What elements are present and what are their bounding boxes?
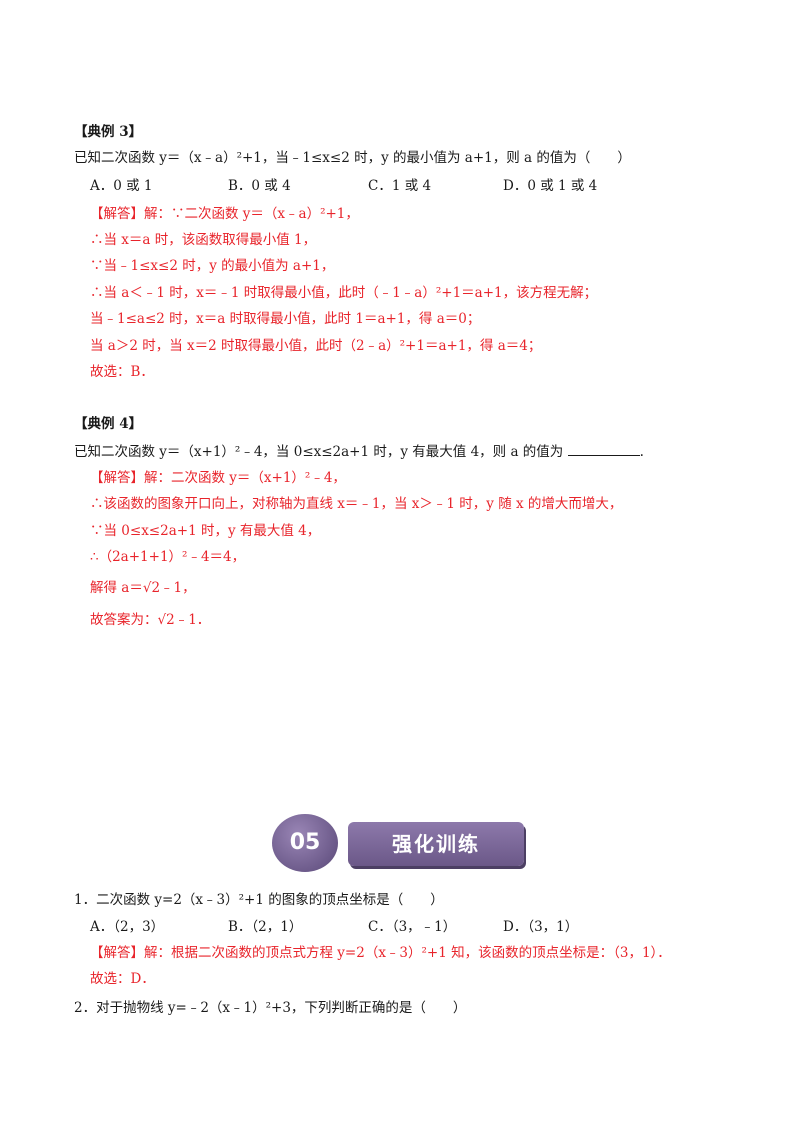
example-3-answer-line: 当﹣1≤a≤2 时，x＝a 时取得最小值，此时 1＝a+1，得 a＝0； bbox=[90, 311, 481, 327]
section-banner: 05 强化训练 bbox=[272, 812, 528, 874]
example-4-question-text: 已知二次函数 y＝（x+1）²﹣4，当 0≤x≤2a+1 时，y 有最大值 4，… bbox=[74, 444, 564, 460]
question-1-option-d: D．（3，1） bbox=[503, 919, 579, 935]
question-1-answer-line: 故选：D． bbox=[90, 971, 155, 987]
example-4-answer-line: ∵当 0≤x≤2a+1 时，y 有最大值 4， bbox=[90, 523, 321, 539]
example-3-option-b: B．0 或 4 bbox=[228, 178, 291, 194]
question-1: 1．二次函数 y=2（x﹣3）²+1 的图象的顶点坐标是（ ） bbox=[74, 892, 444, 908]
example-3-option-d: D．0 或 1 或 4 bbox=[503, 178, 598, 194]
example-3-answer-line: ∵当﹣1≤x≤2 时，y 的最小值为 a+1， bbox=[90, 258, 335, 274]
example-4-question-end: . bbox=[639, 444, 644, 460]
answer-blank bbox=[567, 441, 640, 456]
example-3-title: 【典例 3】 bbox=[74, 124, 143, 140]
example-3-answer-line: ∴当 a＜﹣1 时，x＝﹣1 时取得最小值，此时（﹣1﹣a）²+1＝a+1，该方… bbox=[90, 285, 598, 301]
section-number-badge bbox=[272, 814, 338, 872]
question-1-answer-line: 【解答】解：根据二次函数的顶点式方程 y=2（x﹣3）²+1 知，该函数的顶点坐… bbox=[90, 945, 671, 961]
example-4-answer-line: 故答案为：√2﹣1． bbox=[90, 612, 211, 628]
section-title-bar bbox=[348, 822, 524, 866]
example-4-answer-line: ∴该函数的图象开口向上，对称轴为直线 x＝﹣1，当 x＞﹣1 时，y 随 x 的… bbox=[90, 496, 623, 512]
example-3-answer-line: 【解答】解：∵二次函数 y＝（x﹣a）²+1， bbox=[90, 206, 359, 222]
question-1-option-a: A．（2，3） bbox=[90, 919, 165, 935]
section-number: 05 bbox=[289, 830, 321, 855]
example-3-answer-line: 故选：B． bbox=[90, 364, 154, 380]
example-3-answer-line: ∴当 x＝a 时，该函数取得最小值 1， bbox=[90, 232, 317, 248]
question-1-option-b: B．（2，1） bbox=[228, 919, 303, 935]
example-3-answer-line: 当 a＞2 时，当 x＝2 时取得最小值，此时（2﹣a）²+1＝a+1，得 a＝… bbox=[90, 338, 542, 354]
section-title: 强化训练 bbox=[392, 832, 480, 856]
example-4-question: 已知二次函数 y＝（x+1）²﹣4，当 0≤x≤2a+1 时，y 有最大值 4，… bbox=[74, 441, 644, 462]
example-3-question: 已知二次函数 y＝（x﹣a）²+1，当﹣1≤x≤2 时，y 的最小值为 a+1，… bbox=[74, 150, 631, 166]
question-2: 2．对于抛物线 y=﹣2（x﹣1）²+3，下列判断正确的是（ ） bbox=[74, 1000, 467, 1016]
example-4-answer-line: 【解答】解：二次函数 y＝（x+1）²﹣4， bbox=[90, 470, 346, 486]
example-3-option-a: A．0 或 1 bbox=[90, 178, 153, 194]
example-4-title: 【典例 4】 bbox=[74, 416, 143, 432]
example-4-answer-line: ∴（2a+1+1）²﹣4＝4， bbox=[90, 549, 246, 565]
example-4-answer-line: 解得 a＝√2﹣1， bbox=[90, 580, 196, 596]
example-3-option-c: C．1 或 4 bbox=[368, 178, 432, 194]
question-1-option-c: C．（3，﹣1） bbox=[368, 919, 457, 935]
